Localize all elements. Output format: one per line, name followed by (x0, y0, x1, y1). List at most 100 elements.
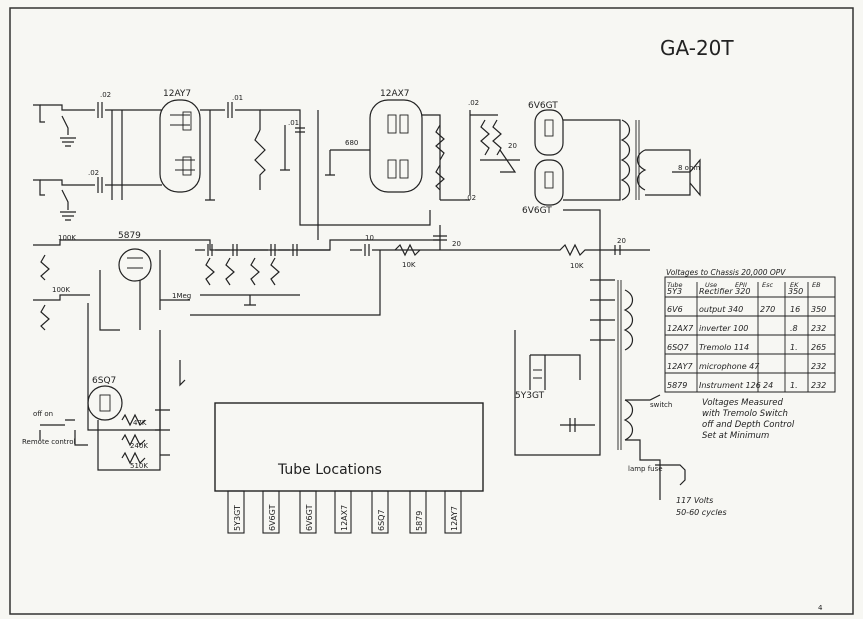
row-3-esc: .8 (790, 324, 798, 333)
tube-label-12ax7: 12AX7 (380, 89, 410, 99)
resistor-label-240k: 240K (130, 442, 148, 450)
cap-label-20a: 20 (508, 142, 517, 150)
remote-control-label: Remote control (22, 438, 76, 446)
resistor-label-100k-b: 100K (52, 286, 70, 294)
tube-label-6v6gt-bottom: 6V6GT (522, 206, 552, 216)
row-1-use: Rectifier 320 (699, 287, 750, 296)
tube-6v6gt-top (534, 109, 564, 156)
cap-label-01b: .01 (288, 119, 299, 127)
row-4-tube: 6SQ7 (667, 343, 689, 352)
row-3-use: inverter 100 (699, 324, 748, 333)
tube-socket-6 (409, 490, 427, 534)
tube-12ay7 (159, 99, 201, 193)
row-2-esc: 16 (790, 305, 800, 314)
speaker-label: 8 ohm (678, 164, 700, 172)
row-5-tube: 12AY7 (667, 362, 694, 371)
resistor-label-47k: 47K (133, 419, 147, 427)
tube-label-5y3gt: 5Y3GT (515, 391, 545, 401)
tube-5879 (118, 248, 152, 282)
col-header-use: Use (705, 281, 717, 289)
lamp-fuse-label: lamp fuse (628, 465, 663, 473)
row-4-ek: 265 (811, 343, 826, 352)
socket-label-3: 6V6GT (305, 504, 314, 531)
tube-socket-3 (299, 490, 317, 534)
row-5-ek: 232 (811, 362, 826, 371)
socket-label-5: 6SQ7 (377, 509, 386, 531)
switch-label: switch (650, 401, 672, 409)
cap-label-02b: .02 (88, 169, 99, 177)
row-2-ek: 350 (811, 305, 826, 314)
power-transformer (590, 250, 661, 500)
row-6-use: Instrument 126 (699, 381, 761, 390)
tube-label-6sq7: 6SQ7 (92, 376, 116, 386)
cap-label-20c: 20 (452, 240, 461, 248)
row-1-esc: 350 (788, 287, 803, 296)
input-jacks (33, 102, 162, 221)
row-3-ek: 232 (811, 324, 826, 333)
voltage-table (664, 276, 836, 393)
cap-label-02a: .02 (100, 91, 111, 99)
col-header-ek: EK (790, 281, 799, 289)
cap-label-01a: .01 (232, 94, 243, 102)
note-line-4: Set at Minimum (702, 431, 769, 441)
resistor-label-10k-b: 10K (570, 262, 584, 270)
schematic-title: GA-20T (660, 36, 734, 60)
voltage-table-heading: Voltages to Chassis 20,000 OPV (666, 268, 786, 277)
tube-12ax7 (369, 99, 423, 193)
cap-label-20b: 20 (617, 237, 626, 245)
socket-label-1: 5Y3GT (233, 505, 242, 531)
row-2-use: output 340 (699, 305, 743, 314)
row-2-epii: 270 (760, 305, 775, 314)
tube-6sq7 (87, 385, 123, 421)
tube-socket-1 (227, 490, 245, 534)
tremolo-phase-network (195, 244, 320, 306)
tube-socket-5 (371, 490, 389, 534)
tube-label-6v6gt-top: 6V6GT (528, 101, 558, 111)
tube-label-12ay7: 12AY7 (163, 89, 191, 99)
tube-5y3gt (529, 354, 581, 390)
socket-label-2: 6V6GT (268, 504, 277, 531)
socket-label-7: 12AY7 (450, 506, 459, 531)
row-6-epii: 24 (763, 381, 773, 390)
cap-label-10: 10 (365, 234, 374, 242)
mains-frequency-label: 50-60 cycles (676, 508, 727, 517)
row-6-ek: 232 (811, 381, 826, 390)
note-line-3: off and Depth Control (702, 420, 795, 430)
note-line-2: with Tremolo Switch (702, 409, 788, 419)
tube-6v6gt-bottom (534, 159, 564, 206)
col-header-eb: EB (812, 281, 821, 289)
tube-locations-heading: Tube Locations (277, 462, 382, 478)
off-on-label: off on (33, 410, 53, 418)
tube-socket-2 (262, 490, 280, 534)
col-header-epii: EPII (735, 281, 747, 289)
resistor-label-100k-a: 100K (58, 234, 76, 242)
row-6-tube: 5879 (667, 381, 687, 390)
row-3-tube: 12AX7 (667, 324, 694, 333)
output-transformer (563, 119, 701, 201)
row-6-esc: 1. (790, 381, 798, 390)
resistor-label-680: 680 (345, 139, 358, 147)
row-2-tube: 6V6 (667, 305, 683, 314)
resistor-label-1meg: 1Meg (172, 292, 191, 300)
socket-label-4: 12AX7 (340, 505, 349, 531)
note-line-1: Voltages Measured (702, 398, 783, 408)
row-5-use: microphone 47 (699, 362, 760, 371)
page-frame (9, 7, 854, 615)
col-header-tube: Tube (667, 281, 683, 289)
mains-voltage-label: 117 Volts (676, 496, 713, 505)
row-4-use: Tremolo 114 (699, 343, 749, 352)
socket-label-6: 5879 (415, 511, 424, 531)
col-header-esc: Esc (762, 281, 773, 289)
row-1-tube: 5Y3 (667, 287, 682, 296)
tube-socket-row (227, 490, 462, 534)
tube-label-5879: 5879 (118, 231, 141, 241)
cap-label-02d: .02 (465, 194, 476, 202)
cap-label-02c: .02 (468, 99, 479, 107)
corner-mark: 4 (818, 604, 823, 612)
tube-socket-4 (334, 490, 352, 534)
resistor-label-10k-a: 10K (402, 261, 416, 269)
tube-socket-7 (444, 490, 462, 534)
resistor-label-510k: 510K (130, 462, 148, 470)
